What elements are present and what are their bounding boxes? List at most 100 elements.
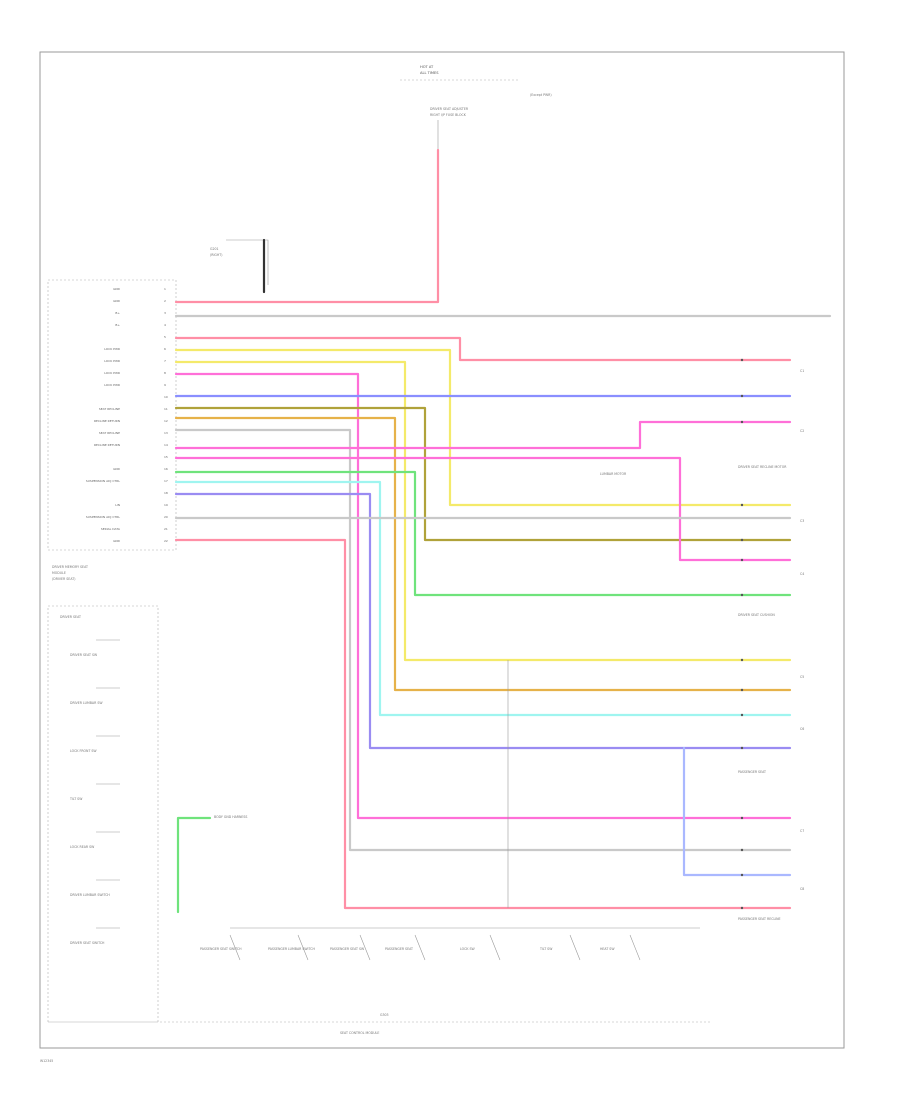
wire-gray bbox=[174, 428, 792, 852]
right-connector-label: C1 bbox=[800, 369, 804, 373]
connector-pin bbox=[740, 394, 744, 398]
module-connector-outline bbox=[47, 279, 177, 551]
switch-item-label: DRIVER LUMBAR SWITCH bbox=[70, 893, 110, 897]
wire-pink bbox=[174, 372, 792, 820]
module-pin-label: LOCK PWR bbox=[104, 371, 120, 375]
connector-pin bbox=[740, 358, 744, 362]
green-ground-wire bbox=[176, 816, 212, 914]
bottom-switch-contact bbox=[569, 934, 581, 961]
right-connector-label: C7 bbox=[800, 829, 804, 833]
module-pin-number: 19 bbox=[164, 503, 168, 507]
fuse-right-note: (Except PWR) bbox=[530, 93, 552, 97]
module-pin-number: 17 bbox=[164, 479, 168, 483]
bottom-switch-contact bbox=[629, 934, 641, 961]
diagram-frame bbox=[39, 51, 845, 1049]
bottom-switch-label: LOCK SW bbox=[460, 947, 476, 951]
bottom-switch-label: TILT SW bbox=[539, 947, 553, 951]
module-pin-number: 18 bbox=[164, 491, 168, 495]
right-label-1: DRIVER SEAT RECLINE MOTOR bbox=[738, 465, 787, 469]
wire-cyan bbox=[174, 480, 792, 717]
module-pin-number: 4 bbox=[164, 323, 166, 327]
module-pin-number: 6 bbox=[164, 347, 166, 351]
switch-item-label: TILT SW bbox=[69, 797, 83, 801]
module-pin-number: 13 bbox=[164, 431, 168, 435]
module-pin-number: 21 bbox=[164, 527, 168, 531]
bottom-switch-label: PASSENGER SEAT bbox=[385, 947, 413, 951]
switch-item-label: LOCK FRONT SW bbox=[70, 749, 97, 753]
wire-ltblue bbox=[682, 746, 792, 877]
module-pin-number: 16 bbox=[164, 467, 168, 471]
right-label-5: LUMBAR MOTOR bbox=[600, 472, 627, 476]
bottom-switch-label: HEAT SW bbox=[600, 947, 615, 951]
switch-box bbox=[47, 605, 159, 1023]
module-pin-label: LOCK PWR bbox=[104, 347, 120, 351]
module-pin-number: 20 bbox=[164, 515, 168, 519]
module-pin-number: 10 bbox=[164, 395, 168, 399]
switch-item-label: LOCK REAR SW bbox=[70, 845, 95, 849]
ground-note: BODY GND HARNESS bbox=[214, 815, 247, 819]
module-pin-label: LOCK PWR bbox=[104, 359, 120, 363]
switch-item-label: DRIVER LUMBAR SW bbox=[70, 701, 103, 705]
connector-pin bbox=[740, 746, 744, 750]
top-fuse-line2: ALL TIMES bbox=[420, 71, 439, 75]
right-connector-label: C5 bbox=[800, 675, 804, 679]
wire-orange bbox=[174, 416, 792, 692]
bottom-switch-label: PASSENGER SEAT SWITCH bbox=[200, 947, 242, 951]
module-pin-label: GND bbox=[113, 539, 121, 543]
right-label-4: PASSENGER SEAT RECLINE bbox=[738, 917, 781, 921]
ground-label: G201 bbox=[210, 247, 219, 251]
module-pin-number: 9 bbox=[164, 383, 166, 387]
connector-pin bbox=[740, 713, 744, 717]
bottom-switch-contact bbox=[297, 934, 309, 961]
bottom-module-label: SEAT CONTROL MODULE bbox=[340, 1031, 379, 1035]
module-pin-number: 11 bbox=[164, 407, 168, 411]
bottom-gnd-label: G303 bbox=[380, 1013, 389, 1017]
module-pin-number: 15 bbox=[164, 455, 168, 459]
module-label-2: MODULE bbox=[52, 571, 66, 575]
connector-pin bbox=[740, 873, 744, 877]
connector-pin bbox=[740, 658, 744, 662]
module-label-3: (DRIVER SEAT) bbox=[52, 577, 75, 581]
switch-item-label: DRIVER SEAT SW bbox=[70, 653, 98, 657]
right-connector-label: C6 bbox=[800, 727, 804, 731]
wire-yellow bbox=[174, 348, 792, 507]
wire-violet bbox=[174, 492, 792, 750]
right-connector-label: C4 bbox=[800, 572, 804, 576]
fuse-label: DRIVER SEAT ADJUSTER bbox=[430, 107, 469, 111]
module-pin-label: RECLINE RETURN bbox=[94, 443, 120, 447]
bottom-switch-contact bbox=[414, 934, 426, 961]
right-connector-label: C3 bbox=[800, 519, 804, 523]
connector-pin bbox=[740, 420, 744, 424]
connector-pin bbox=[740, 503, 744, 507]
bottom-switch-contact bbox=[489, 934, 501, 961]
connector-pin bbox=[740, 848, 744, 852]
switch-item-label: DRIVER SEAT SWITCH bbox=[70, 941, 105, 945]
module-pin-number: 8 bbox=[164, 371, 166, 375]
module-pin-number: 22 bbox=[164, 539, 168, 543]
footer-id: W12345 bbox=[40, 1059, 53, 1063]
module-pin-label: B+ bbox=[115, 323, 120, 327]
module-pin-label: RECLINE RETURN bbox=[94, 419, 120, 423]
right-connector-label: C2 bbox=[800, 429, 804, 433]
right-connector-label: C8 bbox=[800, 887, 804, 891]
wire-olive bbox=[174, 406, 792, 542]
connector-pin bbox=[740, 688, 744, 692]
module-pin-number: 2 bbox=[164, 299, 166, 303]
bottom-switch-row: PASSENGER SEAT SWITCH PASSENGER LUMBAR SW… bbox=[200, 934, 641, 961]
module-pin-number: 1 bbox=[164, 287, 166, 291]
wire-yellow bbox=[174, 360, 792, 662]
wire-pink bbox=[174, 456, 792, 562]
module-pin-label: GND bbox=[113, 287, 121, 291]
right-label-3: PASSENGER SEAT bbox=[738, 770, 766, 774]
ground-wire bbox=[226, 239, 269, 285]
wire-red bbox=[174, 336, 792, 362]
switch-box-title: DRIVER SEAT bbox=[60, 615, 81, 619]
bottom-switch-contact bbox=[359, 934, 371, 961]
fuse-block-label: RIGHT I/P FUSE BLOCK bbox=[430, 113, 467, 117]
bottom-switch-label: PASSENGER LUMBAR SWITCH bbox=[268, 947, 315, 951]
connector-pin bbox=[740, 558, 744, 562]
module-pin-label: LIN bbox=[115, 503, 120, 507]
wire-red bbox=[174, 148, 440, 304]
